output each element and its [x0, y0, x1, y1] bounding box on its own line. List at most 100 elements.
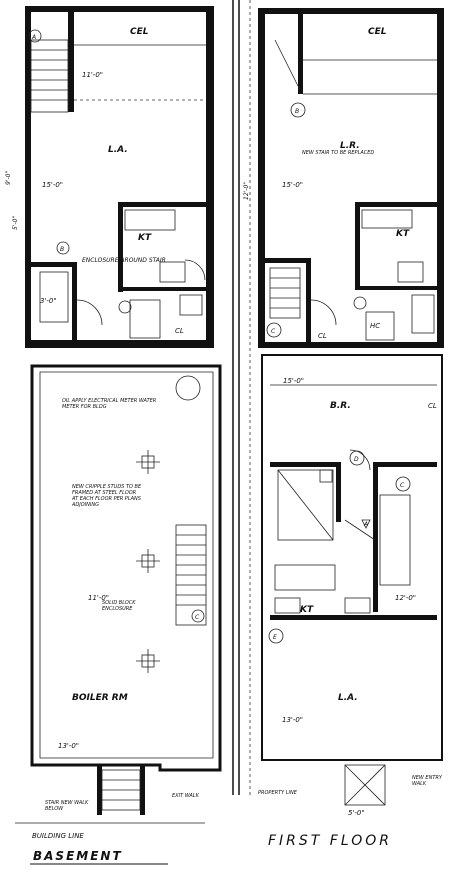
wall [25, 6, 214, 12]
note-exit-left: STAIR NEW WALK BELOW [45, 800, 89, 812]
note-framing-box: NEW CRIPPLE STUDS TO BE FRAMED AT STEEL … [72, 484, 142, 508]
dimension-vertical: 9'-0" [5, 171, 12, 185]
wall [336, 462, 341, 522]
note-stair-box: NEW STAIR TO BE REPLACED [302, 150, 375, 156]
marker-circle [56, 241, 70, 255]
note-property-line-box: PROPERTY LINE [258, 790, 297, 796]
wall [258, 8, 444, 14]
first-floor-upper-plan [258, 8, 444, 348]
wall [123, 287, 206, 291]
dimension: 13'-0" [58, 742, 79, 750]
dimension: 15'-0" [283, 377, 304, 385]
wall [68, 12, 74, 112]
marker-label: B [295, 108, 299, 115]
dimension: 5'-0" [348, 809, 365, 817]
note-exit-left-box: STAIR NEW WALK BELOW [45, 800, 89, 812]
wall [118, 202, 206, 207]
title-first-floor: FIRST FLOOR [268, 833, 392, 849]
dimension: 15'-0" [282, 181, 303, 189]
title-basement: BASEMENT [33, 849, 123, 863]
dimension: 11'-0" [88, 594, 109, 602]
first-floor-lower-plan [261, 354, 443, 806]
room-label-la: L.A. [108, 145, 128, 155]
wall [258, 8, 265, 348]
wall [298, 14, 303, 94]
first-floor-lower-labels: 15'-0" B.R. CL KT 12'-0" L.A. 13'-0" PRO… [258, 377, 442, 817]
marker-circle [266, 322, 282, 338]
basement-lower-plan [30, 364, 222, 815]
room-label-kt: KT [138, 233, 152, 243]
room-label-boiler: BOILER RM [72, 693, 128, 703]
marker-label: C [400, 482, 405, 489]
stair [30, 39, 69, 113]
first-floor-lower-outline [261, 354, 443, 761]
wall [31, 262, 76, 267]
wall [25, 6, 31, 348]
marker-label: E [273, 634, 277, 641]
section-markers: A B C B C D C E A [28, 29, 411, 644]
marker-circle [349, 450, 365, 466]
dimension: 13'-0" [282, 716, 303, 724]
tank-circle [175, 375, 201, 401]
wall [270, 615, 437, 620]
dimension: 3'-0" [40, 297, 57, 305]
wall [206, 6, 214, 348]
note-entry-walk: NEW ENTRY WALK [412, 775, 442, 787]
note-enclosure: ENCLOSURE AROUND STAIR [82, 257, 166, 264]
wall [270, 462, 340, 467]
first-floor-upper-labels: CEL L.R. NEW STAIR TO BE REPLACED 15'-0"… [243, 27, 410, 340]
room-label-hc: HC [370, 322, 380, 330]
building-line-label: BUILDING LINE [32, 832, 84, 840]
note-entry-box: NEW ENTRY WALK [412, 775, 442, 787]
wall [258, 342, 444, 348]
dimension-vertical: 5'-0" [12, 216, 19, 230]
drawing-titles: BUILDING LINE BASEMENT FIRST FLOOR [15, 822, 392, 865]
note-utilities: OIL APPLY ELECTRICAL METER WATER METER F… [62, 398, 157, 410]
marker-label: C [271, 328, 276, 335]
room-label-kt: KT [300, 605, 314, 615]
room-label-cl: CL [175, 327, 184, 335]
note-framing: NEW CRIPPLE STUDS TO BE FRAMED AT STEEL … [72, 484, 142, 508]
marker-circle [268, 628, 284, 644]
wall [355, 202, 360, 290]
wall [360, 286, 437, 290]
note-block-enclosure: SOLID BLOCK ENCLOSURE [102, 600, 136, 612]
marker-label: A [363, 521, 368, 528]
dimension: 12'-0" [395, 594, 416, 602]
wall [265, 258, 310, 263]
wall [72, 262, 77, 340]
marker-circle [290, 102, 306, 118]
wall [25, 340, 214, 348]
note-block-box: SOLID BLOCK ENCLOSURE [102, 600, 136, 612]
room-label-cel: CEL [368, 27, 387, 37]
wall [373, 462, 378, 612]
marker-label: C [195, 614, 200, 621]
marker-circle [395, 476, 411, 492]
wall [118, 202, 123, 292]
note-exit-walk: EXIT WALK [172, 793, 199, 799]
room-label-cel: CEL [130, 27, 149, 37]
wall [437, 8, 444, 348]
marker-triangle [361, 519, 371, 529]
basement-upper-plan [25, 6, 214, 348]
basement-upper-labels: CEL L.A. KT CL ENCLOSURE AROUND STAIR 15… [5, 27, 184, 335]
room-label-br: B.R. [330, 401, 351, 411]
room-label-cl: CL [318, 332, 327, 340]
dimension: 11'-0" [82, 71, 103, 79]
marker-circle [28, 29, 42, 43]
wall [373, 462, 437, 467]
note-new-stair: NEW STAIR TO BE REPLACED [302, 150, 375, 156]
note-utilities-box: OIL APPLY ELECTRICAL METER WATER METER F… [62, 398, 157, 410]
note-property-line: PROPERTY LINE [258, 790, 297, 796]
room-label-kt: KT [396, 229, 410, 239]
marker-circle [191, 609, 205, 623]
dimension-vertical: 12'-0" [243, 182, 250, 200]
marker-label: B [60, 246, 64, 253]
marker-label: A [31, 34, 36, 41]
wall [355, 202, 437, 207]
room-label-cl: CL [428, 402, 437, 410]
note-exit-box: EXIT WALK [172, 793, 199, 799]
room-label-lr: L.R. [340, 141, 360, 151]
party-wall [232, 0, 251, 795]
room-label-la: L.A. [338, 693, 358, 703]
